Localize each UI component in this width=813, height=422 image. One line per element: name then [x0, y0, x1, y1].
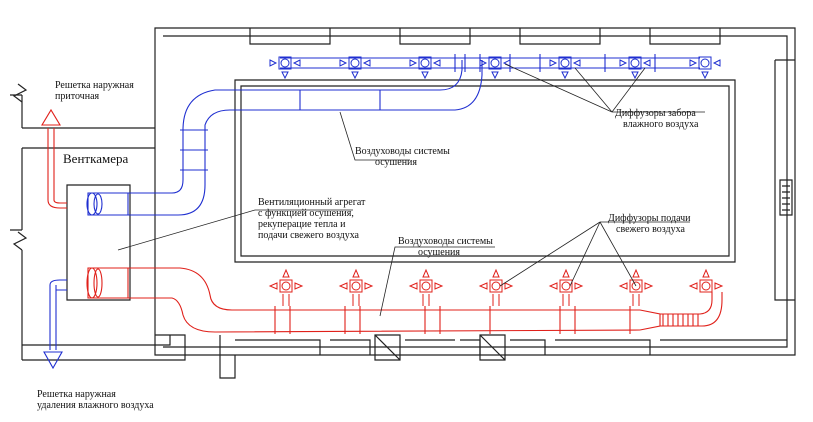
supply-grille-label-line1: Решетка наружная: [55, 80, 134, 91]
exhaust-grille-label-line1: Решетка наружная: [37, 389, 116, 400]
supply-diffusers-line2: свежего воздуха: [616, 224, 685, 235]
supply-diffusers: [268, 268, 724, 306]
supply-grille-label: Решетка наружная приточная: [55, 80, 134, 102]
drying-ducts-top-label: Воздуховоды системы осушения: [355, 146, 450, 168]
exhaust-grille-label: Решетка наружная удаления влажного возду…: [37, 389, 154, 411]
drying-exhaust-ducts: [43, 54, 700, 370]
unit-label: Вентиляционный агрегат с функцией осушен…: [258, 197, 365, 241]
fresh-air-supply-ducts: [41, 108, 723, 334]
supply-grille-label-line2: приточная: [55, 91, 100, 102]
unit-label-line4: подачи свежего воздуха: [258, 230, 359, 241]
drying-ducts-bottom-line2: осушения: [418, 247, 460, 258]
drying-ducts-bottom-label: Воздуховоды системы осушения: [398, 236, 493, 258]
unit-label-line3: рекуперацие тепла и: [258, 219, 346, 230]
exhaust-grille-label-line2: удаления влажного воздуха: [37, 400, 154, 411]
vent-chamber-label: Венткамера: [63, 151, 129, 166]
supply-diffusers-label: Диффузоры подачи свежего воздуха: [608, 213, 691, 235]
intake-diffusers-line2: влажного воздуха: [623, 119, 699, 130]
unit-label-line2: с функцией осушения,: [258, 208, 354, 219]
supply-diffusers-line1: Диффузоры подачи: [608, 213, 691, 224]
intake-diffusers-line1: Диффузоры забора: [615, 108, 696, 119]
intake-diffusers: [269, 56, 721, 80]
leader-lines: [117, 63, 705, 317]
unit-label-line1: Вентиляционный агрегат: [258, 197, 366, 208]
intake-diffusers-label: Диффузоры забора влажного воздуха: [615, 108, 698, 130]
building-walls: [10, 27, 796, 379]
drying-ducts-top-line2: осушения: [375, 157, 417, 168]
drying-ducts-bottom-line1: Воздуховоды системы: [398, 236, 493, 247]
drying-ducts-top-line1: Воздуховоды системы: [355, 146, 450, 157]
